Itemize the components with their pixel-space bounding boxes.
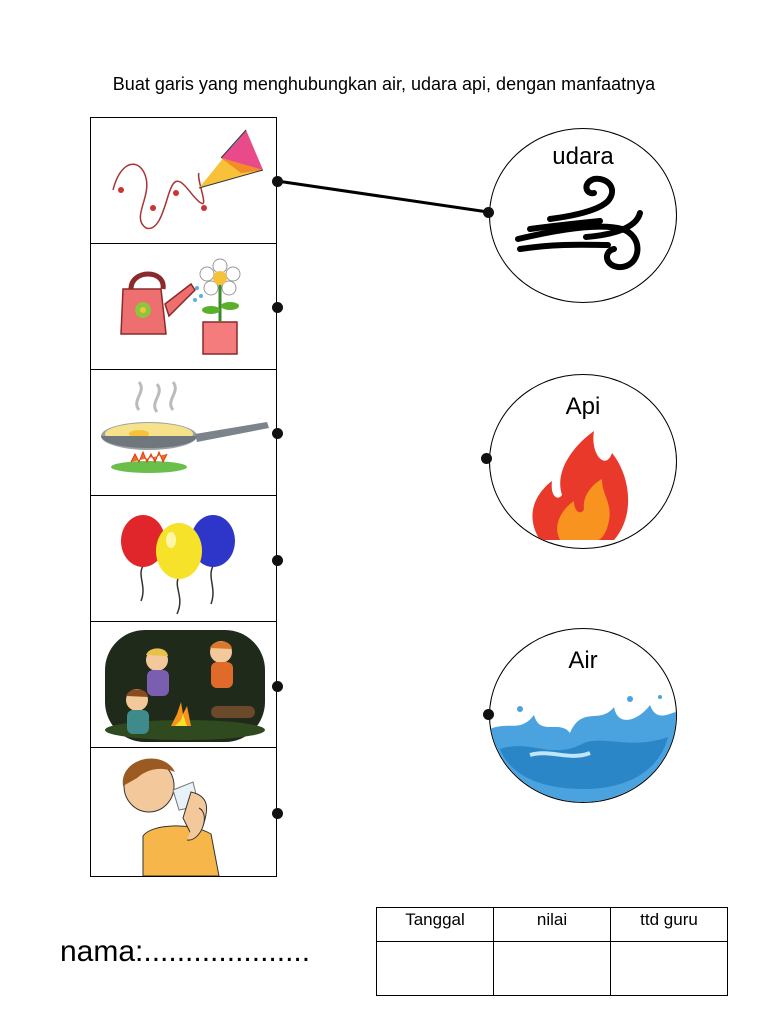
connector-dot-air[interactable]: [483, 709, 494, 720]
connector-dot-drinking[interactable]: [272, 808, 283, 819]
connector-dot-kite[interactable]: [272, 176, 283, 187]
drinking-water-icon: [122, 758, 220, 876]
header-nilai: nilai: [493, 907, 611, 942]
picture-cell-kite: [91, 118, 276, 244]
fire-icon: [532, 431, 629, 540]
wind-icon: [515, 175, 643, 270]
element-circle-udara: udara: [489, 128, 677, 303]
element-label-api: Api: [565, 393, 601, 420]
kite-icon: [112, 129, 264, 229]
picture-cell-watering: [91, 244, 276, 370]
header-tanggal: Tanggal: [376, 907, 494, 942]
picture-cell-balloons: [91, 496, 276, 622]
picture-cell-drinking: [91, 748, 276, 876]
watering-can-icon: [120, 258, 241, 355]
instruction-text: Buat garis yang menghubungkan air, udara…: [112, 74, 656, 94]
name-field[interactable]: nama:....................: [60, 935, 311, 968]
frying-pan-icon: [101, 381, 269, 473]
picture-cell-campfire: [91, 622, 276, 748]
header-ttd-guru: ttd guru: [610, 907, 728, 942]
cell-ttd-guru[interactable]: [610, 941, 728, 996]
water-splash-icon: [490, 695, 676, 802]
element-label-udara: udara: [552, 143, 614, 170]
campfire-icon: [105, 630, 265, 742]
connector-dot-frying-pan[interactable]: [272, 428, 283, 439]
connector-dot-watering[interactable]: [272, 302, 283, 313]
signature-table: Tanggal nilai ttd guru: [376, 907, 728, 996]
connector-dot-balloons[interactable]: [272, 555, 283, 566]
cell-nilai[interactable]: [493, 941, 611, 996]
cell-tanggal[interactable]: [376, 941, 494, 996]
picture-cell-frying-pan: [91, 370, 276, 496]
element-circle-air: Air: [489, 628, 677, 803]
balloons-icon: [121, 515, 235, 615]
element-label-air: Air: [568, 647, 598, 674]
connector-dot-udara[interactable]: [483, 207, 494, 218]
picture-column: [90, 117, 277, 877]
connector-dot-campfire[interactable]: [272, 681, 283, 692]
element-circle-api: Api: [489, 374, 677, 549]
connector-dot-api[interactable]: [481, 453, 492, 464]
